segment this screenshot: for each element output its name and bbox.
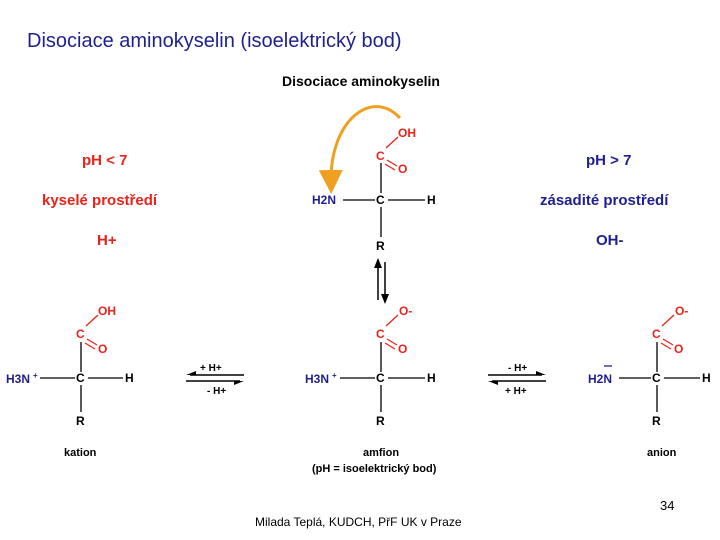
atom-r: R [376, 239, 385, 253]
atom-c: C [376, 327, 385, 341]
atom-c-alpha: C [652, 371, 661, 385]
left-bottom-label: - H+ [207, 386, 226, 397]
atom-h: H [427, 193, 436, 207]
atom-h: H [125, 371, 134, 385]
atom-o: O [674, 342, 683, 356]
acidic-environment-label: kyselé prostředí [42, 192, 158, 209]
vertical-equilibrium-arrows [374, 258, 389, 304]
atom-h: H [702, 371, 711, 385]
atom-oh: OH [398, 126, 416, 140]
acidic-ion-label: H+ [97, 232, 117, 249]
atom-o-minus: O- [399, 304, 412, 318]
plus-charge: + [332, 371, 337, 380]
atom-r: R [376, 414, 385, 428]
cation-molecule: OH C O H3N + C H R kation [6, 304, 134, 459]
slide-title: Disociace aminokyselin (isoelektrický bo… [27, 30, 402, 52]
atom-r: R [76, 414, 85, 428]
atom-oh: OH [98, 304, 116, 318]
atom-o: O [98, 342, 107, 356]
basic-ph-label: pH > 7 [586, 152, 631, 169]
right-equilibrium-arrows: - H+ + H+ [488, 363, 546, 397]
zwitterion-molecule: O- C O H3N + C H R amfion (pH = isoelekt… [305, 304, 437, 475]
atom-o: O [398, 162, 407, 176]
atom-h3n: H3N [305, 372, 329, 386]
anion-label: anion [647, 447, 677, 459]
slide-footer: Milada Teplá, KUDCH, PřF UK v Praze [255, 515, 462, 529]
atom-r: R [652, 414, 661, 428]
left-equilibrium-arrows: + H+ - H+ [186, 363, 244, 397]
zwitterion-label: amfion [363, 447, 399, 459]
atom-h2n: H2N [312, 193, 336, 207]
right-top-label: - H+ [508, 363, 527, 374]
atom-c-alpha: C [76, 371, 85, 385]
atom-h: H [427, 371, 436, 385]
atom-c: C [652, 327, 661, 341]
acidic-ph-label: pH < 7 [82, 152, 127, 169]
neutral-amino-acid: OH C O H2N C H R [312, 126, 436, 253]
atom-o-minus: O- [675, 304, 688, 318]
anion-molecule: O- C O H2N C H R anion [588, 304, 711, 459]
atom-c-alpha: C [376, 371, 385, 385]
atom-c: C [376, 149, 385, 163]
page-number: 34 [660, 498, 675, 513]
basic-environment-label: zásadité prostředí [540, 192, 669, 209]
atom-c: C [76, 327, 85, 341]
atom-h3n: H3N [6, 372, 30, 386]
atom-c-alpha: C [376, 193, 385, 207]
basic-ion-label: OH- [596, 232, 624, 249]
atom-o: O [398, 342, 407, 356]
right-bottom-label: + H+ [505, 386, 527, 397]
atom-h2n: H2N [588, 372, 612, 386]
plus-charge: + [33, 371, 38, 380]
cation-label: kation [64, 447, 97, 459]
diagram-title: Disociace aminokyselin [282, 73, 440, 89]
proton-transfer-arrow [318, 105, 402, 194]
isoelectric-point-label: (pH = isoelektrický bod) [312, 463, 437, 475]
left-top-label: + H+ [200, 363, 222, 374]
